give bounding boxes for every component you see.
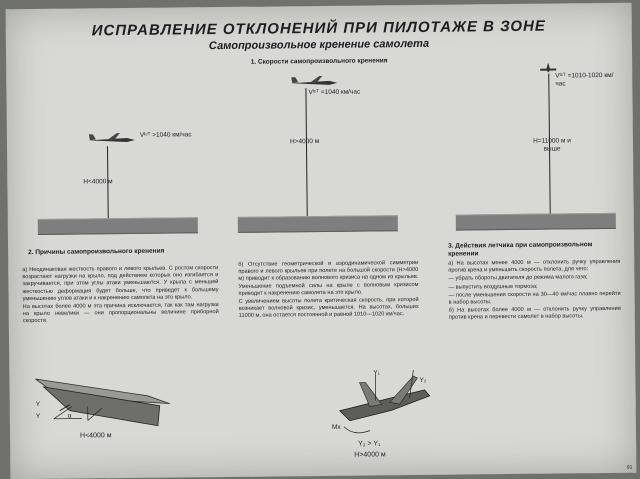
actions-text: а) На высотах менее 4000 м — отклонить р… [448, 259, 621, 323]
speed-label-1: Vᴵᶜᵀ >1040 км/час [139, 131, 192, 139]
fig-right-mx: Mx [331, 423, 341, 431]
wave-p1: б) Отсутствие геометрической и аэродинам… [238, 259, 419, 297]
fig-left-height: H<4000 м [79, 432, 112, 440]
fig-right-relation: Y₂ > Y₁ [358, 440, 381, 448]
height-label-2: H>4000 м [289, 138, 320, 146]
airplane-icon [88, 133, 135, 143]
ground-2 [237, 215, 398, 233]
fig-right-height: H>4000 м [354, 451, 386, 459]
height-label-3: H=11000 м и выше [533, 137, 571, 153]
actions-p1: а) На высотах менее 4000 м — отклонить р… [448, 258, 621, 274]
fig-left-y2: Y [35, 412, 41, 420]
fig-right-y1: Y₁ [373, 369, 380, 377]
ground-1 [37, 217, 198, 235]
fig-left-alpha: α [67, 412, 72, 420]
actions-heading: 3. Действия летчика при самопроизвольном… [448, 241, 593, 258]
page-number: 91 [626, 464, 633, 471]
airplane-icon [540, 62, 557, 73]
speed-label-3: Vᴵᶜᵀ =1010-1020 км/час [555, 71, 614, 88]
fig-right-y2: Y₂ [419, 376, 427, 384]
jet-rolling-figure [338, 369, 431, 434]
causes-text: а) Неодинаковая жесткость правого и лево… [22, 265, 219, 327]
wing-deformation-figure [35, 378, 170, 427]
wave-crisis-text: б) Отсутствие геометрической и аэродинам… [238, 260, 419, 322]
height-label-1: H<4000 м [83, 178, 113, 186]
actions-p4: — после уменьшения скорости на 30—40 км/… [448, 290, 621, 306]
fig-left-y1: Y [35, 400, 41, 408]
airplane-icon [291, 75, 338, 85]
causes-heading: 2. Причины самопроизвольного кренения [28, 247, 165, 257]
ground-3 [455, 212, 616, 231]
speed-label-2: Vᴵᶜᵀ =1040 км/час [308, 88, 361, 97]
causes-p2: На высотах более 4000 м эта причина искл… [22, 302, 219, 325]
causes-p1: а) Неодинаковая жесткость правого и лево… [22, 265, 219, 302]
height-line-2 [305, 88, 308, 217]
actions-p5: б) На высотах более 4000 м — отклонить р… [448, 306, 621, 322]
poster: ИСПРАВЛЕНИЕ ОТКЛОНЕНИЙ ПРИ ПИЛОТАЖЕ В ЗО… [5, 2, 637, 479]
wave-p2: С увеличением высоты полета критическая … [238, 296, 419, 320]
